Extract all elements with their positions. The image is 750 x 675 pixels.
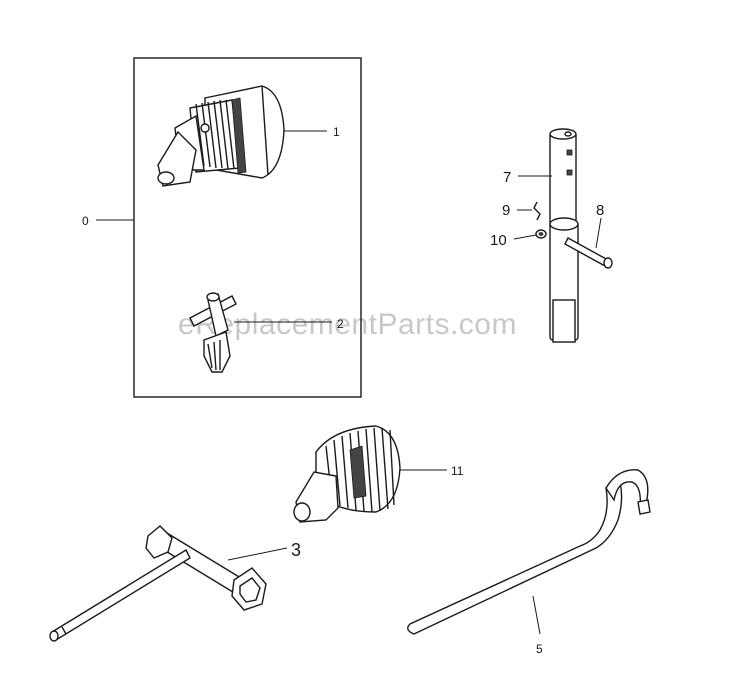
chuck-key <box>189 292 237 373</box>
callout-8: 8 <box>596 202 604 219</box>
pin-leader <box>595 217 602 249</box>
clip <box>533 201 541 221</box>
drill-chuck <box>157 85 285 187</box>
washer-leader <box>513 234 537 240</box>
callout-3: 3 <box>291 540 301 560</box>
spanner-leader <box>532 595 541 635</box>
callout-9: 9 <box>502 202 510 219</box>
watermark: eReplacementParts.com <box>178 308 517 341</box>
callout-1: 1 <box>333 125 340 139</box>
socket-wrench-leader <box>227 547 288 561</box>
callout-0: 0 <box>82 214 89 228</box>
callout-5: 5 <box>536 642 543 656</box>
callout-11: 11 <box>451 464 464 478</box>
shaft-assembly <box>533 128 613 343</box>
callout-2: 2 <box>337 317 344 331</box>
hook-spanner <box>407 469 651 635</box>
socket-wrench <box>49 525 267 642</box>
upper-shaft <box>549 131 577 229</box>
kit-box <box>133 57 362 398</box>
keyless-chuck <box>293 425 401 523</box>
callout-10: 10 <box>490 232 507 249</box>
callout-7: 7 <box>503 169 511 186</box>
